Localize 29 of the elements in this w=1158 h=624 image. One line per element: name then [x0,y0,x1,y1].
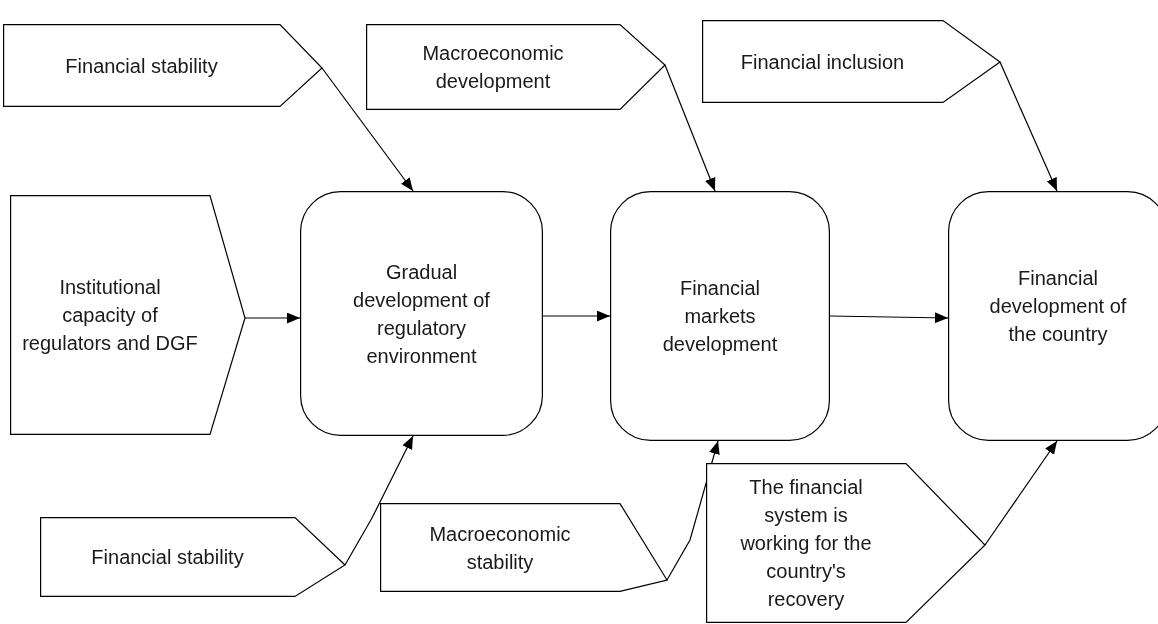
pentagon-arrow-box [366,24,665,110]
pentagon-arrow-box [40,517,345,597]
node-label: Financial stability [65,53,218,79]
node-label: Institutional capacity of regulators and DGF [21,275,199,356]
arrow [542,310,611,322]
arrow [666,440,720,581]
arrow [344,435,414,566]
arrow [244,312,301,324]
rounded-process-box [610,191,830,441]
arrow [999,61,1058,192]
arrow [321,67,414,192]
rounded-process-box [948,191,1158,441]
pentagon-arrow-box [10,195,245,435]
pentagon-arrow-box [3,24,322,107]
node-label: Financial inclusion [740,49,905,75]
node-label: The financial system is working for the country's recovery [739,475,873,612]
node-label: Macroeconomic development [421,41,565,94]
node-label: Financial markets development [661,276,779,357]
arrow [664,64,716,192]
rounded-process-box [300,191,543,436]
pentagon-arrow-box [706,463,985,623]
node-label: Gradual development of regulatory environment [352,259,491,369]
node-label: Financial development of the country [989,266,1127,347]
node-label: Financial stability [91,545,244,570]
pentagon-arrow-box [702,20,1000,103]
pentagon-arrow-box [380,503,667,592]
arrow [829,312,949,324]
node-label: Macroeconomic stability [428,521,572,575]
arrow [984,440,1058,546]
